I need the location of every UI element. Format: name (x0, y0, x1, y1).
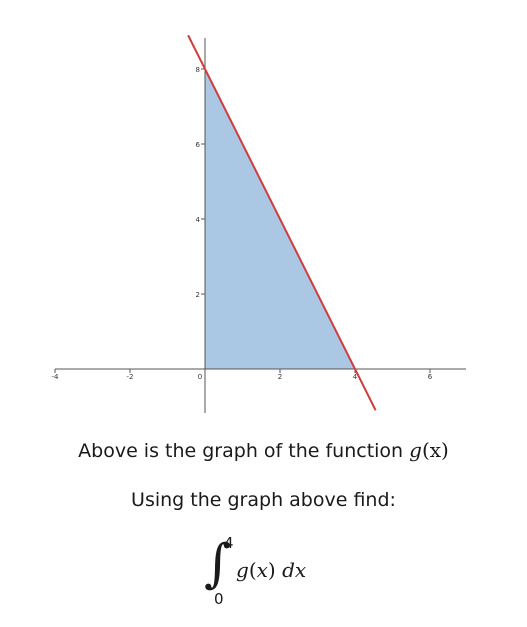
integral-sign: ∫ (204, 534, 232, 594)
integral-lower-limit: 0 (214, 590, 224, 608)
integral-differential: dx (282, 558, 307, 582)
y-axis-ticks: 2 4 6 8 (196, 66, 205, 299)
x-tick-label: 0 (198, 373, 202, 381)
y-tick-label: 2 (196, 291, 200, 299)
y-tick-label: 6 (196, 141, 201, 149)
function-name: g (409, 438, 422, 462)
integrand: g(x) dx (236, 558, 306, 582)
x-axis-ticks: -4 -2 0 2 4 6 (52, 369, 433, 381)
function-argument: (x) (421, 438, 449, 462)
function-graph: -4 -2 0 2 4 6 2 4 6 8 (52, 34, 466, 413)
integrand-open-paren: ( (248, 558, 257, 582)
integral-upper-limit: 4 (224, 534, 234, 552)
question-prompt: Using the graph above find: (131, 489, 396, 511)
x-tick-label: 2 (278, 373, 282, 381)
x-tick-label: 6 (428, 373, 433, 381)
function-line (187, 34, 377, 411)
function-notation: g(x) (409, 438, 449, 462)
x-tick-label: -4 (52, 373, 60, 381)
definite-integral: ∫ 4 0 g(x) dx (200, 534, 340, 614)
integrand-close-paren: ) (267, 558, 276, 582)
description-text: Above is the graph of the function (78, 440, 410, 462)
y-tick-label: 4 (196, 216, 201, 224)
x-tick-label: 4 (353, 373, 358, 381)
graph-description: Above is the graph of the function g(x) (0, 438, 527, 462)
integrand-function: g (236, 558, 249, 582)
x-tick-label: -2 (127, 373, 134, 381)
integrand-variable: x (256, 558, 268, 582)
y-tick-label: 8 (196, 66, 200, 74)
